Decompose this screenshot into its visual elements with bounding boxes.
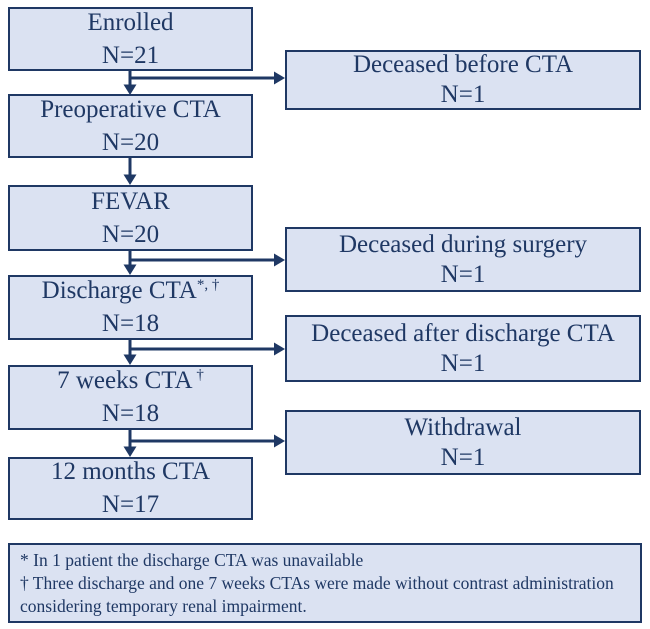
box-count: N=1 bbox=[440, 81, 486, 108]
box-count: N=1 bbox=[440, 349, 486, 377]
arrow-branch-deceased-before bbox=[130, 71, 285, 85]
box-label: Deceased during surgery bbox=[338, 230, 588, 258]
box-label: FEVAR bbox=[91, 187, 170, 215]
box-label-superscript: *, † bbox=[196, 277, 220, 293]
flow-box-12-months-cta: 12 months CTA N=17 bbox=[8, 457, 253, 520]
arrow-enrolled-to-preoperative bbox=[123, 71, 137, 95]
box-count: N=18 bbox=[101, 400, 160, 427]
flow-box-7-weeks-cta: 7 weeks CTA † N=18 bbox=[8, 365, 253, 430]
arrow-branch-withdrawal bbox=[130, 434, 285, 448]
arrow-discharge-to-7weeks bbox=[123, 340, 137, 365]
box-label: 12 months CTA bbox=[50, 458, 211, 485]
box-label: Preoperative CTA bbox=[40, 95, 221, 123]
flow-box-withdrawal: Withdrawal N=1 bbox=[285, 410, 641, 475]
box-label: Withdrawal bbox=[404, 413, 522, 441]
footnote-asterisk: * In 1 patient the discharge CTA was una… bbox=[20, 550, 364, 570]
flow-box-deceased-before-cta: Deceased before CTA N=1 bbox=[285, 50, 641, 110]
box-label: Deceased after discharge CTA bbox=[311, 319, 615, 347]
box-count: N=1 bbox=[440, 443, 486, 471]
footnote-dagger: † Three discharge and one 7 weeks CTAs w… bbox=[20, 573, 614, 616]
arrow-branch-deceased-after bbox=[130, 342, 285, 356]
flow-box-discharge-cta: Discharge CTA*, † N=18 bbox=[8, 275, 253, 340]
box-count: N=17 bbox=[101, 491, 160, 518]
box-label: Discharge CTA*, † bbox=[41, 277, 220, 304]
flow-box-fevar: FEVAR N=20 bbox=[8, 185, 253, 251]
box-label-superscript: † bbox=[192, 367, 204, 383]
arrow-fevar-to-discharge bbox=[123, 251, 137, 275]
box-count: N=21 bbox=[101, 41, 160, 69]
footnote-box: * In 1 patient the discharge CTA was una… bbox=[8, 543, 642, 623]
box-label: 7 weeks CTA † bbox=[57, 367, 204, 394]
arrow-7weeks-to-12months bbox=[123, 430, 137, 457]
flow-box-deceased-during-surgery: Deceased during surgery N=1 bbox=[285, 227, 641, 292]
box-count: N=20 bbox=[101, 220, 160, 248]
flow-box-enrolled: Enrolled N=21 bbox=[8, 7, 253, 71]
box-label: Enrolled bbox=[87, 8, 174, 36]
arrow-branch-deceased-during bbox=[130, 253, 285, 267]
flow-box-deceased-after-discharge-cta: Deceased after discharge CTA N=1 bbox=[285, 315, 641, 382]
arrow-preoperative-to-fevar bbox=[123, 157, 137, 185]
box-count: N=18 bbox=[101, 310, 160, 337]
flow-box-preoperative-cta: Preoperative CTA N=20 bbox=[8, 94, 253, 158]
box-count: N=20 bbox=[101, 128, 160, 156]
box-label: Deceased before CTA bbox=[352, 51, 574, 78]
box-count: N=1 bbox=[440, 260, 486, 288]
